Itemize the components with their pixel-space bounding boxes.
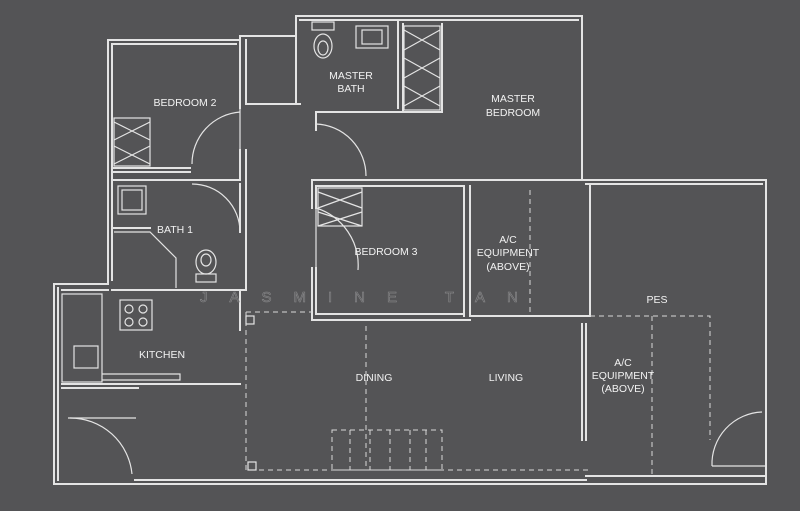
label-ac-bottom-line2: EQUIPMENT: [592, 370, 655, 382]
label-living: LIVING: [489, 372, 523, 384]
dashed-lines: [245, 190, 711, 476]
fixtures: [61, 21, 443, 471]
label-pes: PES: [646, 294, 667, 306]
doors: [68, 108, 766, 475]
label-bedroom-3: BEDROOM 3: [354, 246, 417, 258]
room-labels: BEDROOM 2 MASTER BATH MASTER BEDROOM BAT…: [139, 70, 668, 395]
label-master-bath-line2: BATH: [337, 83, 364, 95]
label-ac-top-line2: EQUIPMENT: [477, 247, 540, 259]
label-ac-top-line3: (ABOVE): [486, 261, 529, 273]
label-ac-bottom-line3: (ABOVE): [601, 383, 644, 395]
label-bedroom-2: BEDROOM 2: [153, 97, 216, 109]
label-bath-1: BATH 1: [157, 224, 193, 236]
label-ac-bottom-line1: A/C: [614, 357, 632, 369]
label-dining: DINING: [356, 372, 393, 384]
label-master-bath-line1: MASTER: [329, 70, 373, 82]
label-ac-top-line1: A/C: [499, 234, 517, 246]
label-kitchen: KITCHEN: [139, 349, 185, 361]
watermark: JASMINE TAN: [200, 289, 540, 306]
label-master-bedroom-line2: BEDROOM: [486, 107, 540, 119]
label-master-bedroom-line1: MASTER: [491, 93, 535, 105]
